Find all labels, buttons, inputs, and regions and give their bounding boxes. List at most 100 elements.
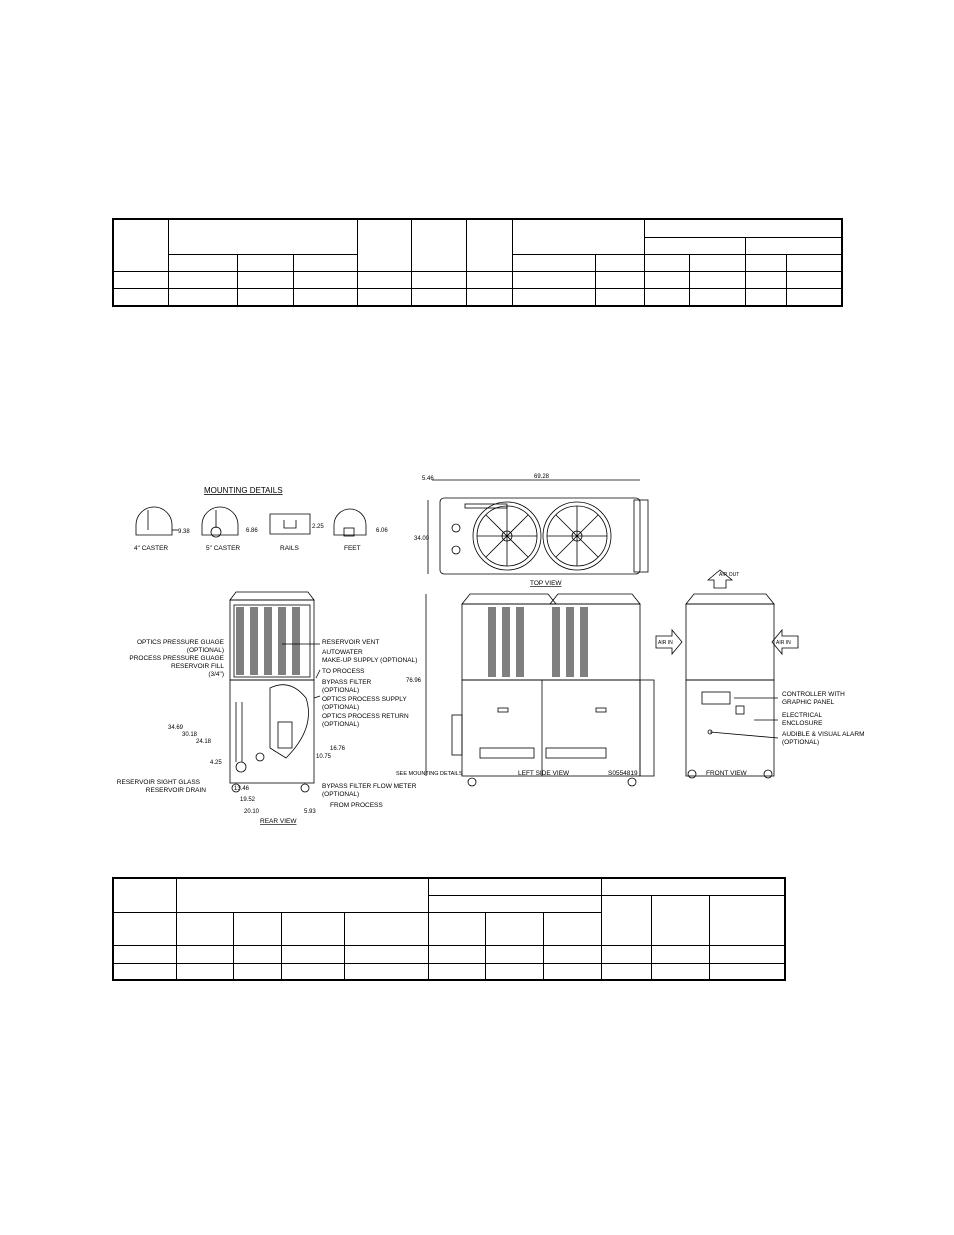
callout: ELECTRICAL: [782, 712, 822, 719]
table-cell: [427, 911, 486, 946]
dim-label: 34.69: [168, 725, 184, 731]
dim-label: 13.46: [234, 786, 250, 792]
rear-view-label: REAR VIEW: [260, 818, 297, 825]
rails-label: RAILS: [280, 545, 299, 552]
callout: OPTICS PROCESS SUPPLY: [322, 696, 407, 703]
coil-pattern: [236, 607, 588, 677]
callout: ENCLOSURE: [782, 720, 823, 727]
table-cell: [688, 253, 747, 272]
callout: FROM PROCESS: [330, 802, 383, 809]
top-view: [427, 479, 649, 575]
table-cell: [595, 253, 645, 272]
rear-view: [229, 591, 315, 793]
air-in-label: AIR IN: [776, 640, 791, 646]
dim-label: 4.25: [210, 760, 222, 766]
callout: CONTROLLER WITH: [782, 691, 845, 698]
dim-label: 20.10: [244, 809, 260, 815]
table-row: [112, 944, 786, 964]
table-cell: [650, 894, 710, 946]
see-mounting-label: SEE MOUNTING DETAILS: [396, 771, 463, 777]
air-out-arrow-icon: [706, 569, 734, 589]
table-row: [112, 962, 786, 981]
callout: TO PROCESS: [322, 668, 365, 675]
callout: MAKE-UP SUPPLY (OPTIONAL): [322, 657, 417, 664]
table-cell: [176, 877, 429, 913]
callout: (OPTIONAL): [187, 647, 224, 654]
table-row: [112, 287, 843, 307]
table-cell: [466, 218, 513, 272]
callout: (OPTIONAL): [322, 791, 359, 798]
table-cell: [112, 218, 169, 272]
table-cell: [112, 911, 178, 946]
callout: OPTICS PRESSURE GUAGE: [137, 639, 225, 646]
callout: (OPTIONAL): [782, 739, 819, 746]
table-cell: [292, 253, 358, 272]
table-cell: [167, 218, 358, 255]
top-view-label: TOP VIEW: [530, 580, 562, 587]
front-view: [655, 569, 799, 779]
dim-label: 5.93: [304, 809, 316, 815]
table-cell: [786, 253, 843, 272]
callout: RESERVOIR FILL: [171, 663, 224, 670]
dim-label: 69.28: [534, 474, 550, 480]
left-side-view-label: LEFT SIDE VIEW: [518, 770, 570, 777]
air-in-right-arrow-icon: [771, 628, 799, 656]
dim-label: 76.96: [406, 678, 422, 684]
callout: (OPTIONAL): [322, 687, 359, 694]
table-cell: [427, 877, 603, 896]
table-cell: [601, 877, 786, 896]
table-cell: [643, 236, 747, 255]
air-in-left-arrow-icon: [655, 628, 683, 656]
dim-label: 19.52: [240, 797, 256, 803]
air-out-label: AIR OUT: [719, 572, 739, 578]
dim-label: 30.18: [182, 732, 198, 738]
table-cell: [643, 253, 690, 272]
table-cell: [745, 253, 788, 272]
table-row: [112, 270, 843, 289]
dim-label: 34.00: [414, 536, 430, 542]
table-cell: [543, 911, 603, 946]
callout: OPTICS PROCESS RETURN: [322, 713, 409, 720]
callout: PROCESS PRESSURE GUAGE: [129, 655, 224, 662]
callout: BYPASS FILTER: [322, 679, 372, 686]
table-cell: [643, 218, 843, 238]
callout: (OPTIONAL): [322, 704, 359, 711]
callout: AUTOWATER: [322, 649, 363, 656]
table-cell: [708, 894, 786, 946]
specifications-table-bottom: [112, 877, 786, 981]
dim-label: 24.18: [196, 739, 212, 745]
table-cell: [176, 911, 235, 946]
table-cell: [511, 253, 597, 272]
table-cell: [411, 218, 467, 272]
table-cell: [233, 911, 282, 946]
callout: RESERVOIR VENT: [322, 639, 379, 646]
callout: RESERVOIR SIGHT GLASS: [117, 779, 201, 786]
table-cell: [167, 253, 239, 272]
dim-label: 9.38: [178, 529, 190, 535]
dim-label: 10.75: [316, 754, 332, 760]
table-cell: [356, 218, 413, 272]
table-cell: [112, 877, 178, 913]
table-cell: [237, 253, 294, 272]
table-cell: [280, 911, 345, 946]
table-cell: [484, 911, 545, 946]
callout: AUDIBLE & VISUAL ALARM: [782, 731, 865, 738]
specifications-table-top: [112, 218, 843, 307]
callout: RESERVOIR DRAIN: [146, 787, 207, 794]
caster5-label: 5" CASTER: [206, 545, 240, 552]
dim-label: 6.06: [376, 528, 388, 534]
callout: BYPASS FILTER FLOW METER: [322, 783, 417, 790]
callout: (3/4"): [208, 671, 224, 678]
table-cell: [745, 236, 843, 255]
caster4-label: 4" CASTER: [134, 545, 168, 552]
dim-label: 5.46: [422, 476, 434, 482]
mounting-details: [135, 506, 367, 538]
drawing-number: S0554819: [608, 770, 638, 777]
callout: GRAPHIC PANEL: [782, 699, 835, 706]
chiller-dimension-drawing: MOUNTING DETAILS 9.38 6.86 2.25 6.06 4" …: [110, 470, 890, 830]
table-cell: [427, 894, 603, 913]
dim-label: 2.25: [312, 524, 324, 530]
feet-label: FEET: [344, 545, 361, 552]
front-view-label: FRONT VIEW: [706, 770, 748, 777]
table-cell: [601, 894, 652, 946]
